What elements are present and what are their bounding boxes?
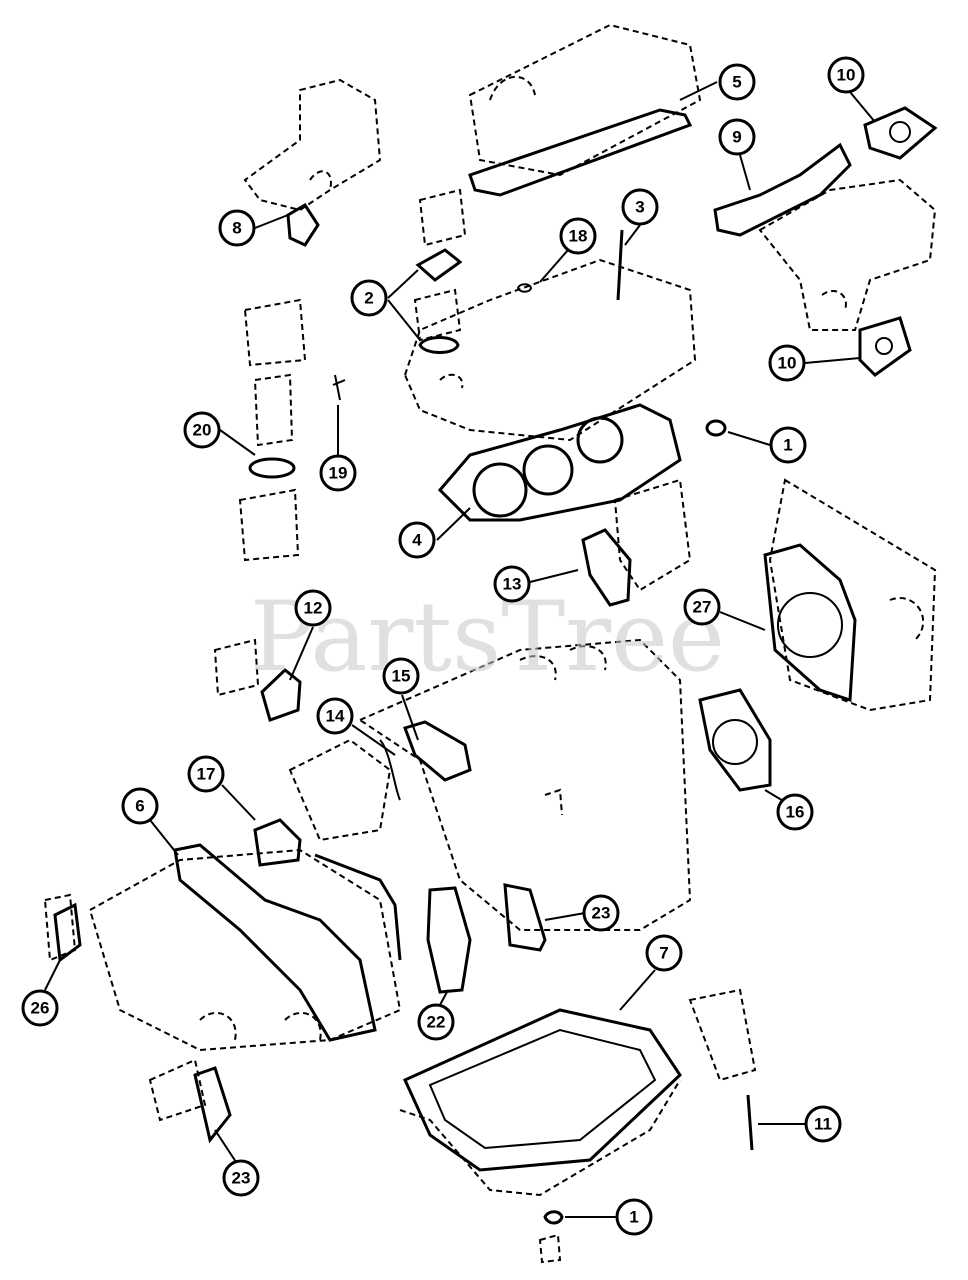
callout-8: 8 xyxy=(218,209,256,247)
callout-9: 9 xyxy=(718,118,756,156)
svg-text:1: 1 xyxy=(629,1208,638,1227)
callout-5: 5 xyxy=(718,63,756,101)
svg-text:3: 3 xyxy=(635,198,644,217)
callout-13: 13 xyxy=(493,565,531,603)
svg-text:12: 12 xyxy=(304,599,323,618)
svg-text:15: 15 xyxy=(392,667,411,686)
callout-1-upper: 1 xyxy=(769,426,807,464)
svg-text:23: 23 xyxy=(232,1169,251,1188)
callout-23-right: 23 xyxy=(582,894,620,932)
svg-text:17: 17 xyxy=(197,765,216,784)
gasket-23-lower xyxy=(193,1066,232,1144)
svg-text:18: 18 xyxy=(569,227,588,246)
callout-16: 16 xyxy=(776,793,814,831)
rocker-cover-gasket xyxy=(468,108,693,197)
callout-12: 12 xyxy=(294,589,332,627)
callout-15: 15 xyxy=(382,657,420,695)
svg-text:1: 1 xyxy=(783,436,792,455)
svg-text:20: 20 xyxy=(193,421,212,440)
callout-6: 6 xyxy=(121,787,159,825)
svg-text:5: 5 xyxy=(732,73,741,92)
callout-3: 3 xyxy=(621,188,659,226)
gasket-15 xyxy=(403,720,472,782)
gasket-parts xyxy=(53,106,938,1225)
callout-11: 11 xyxy=(804,1105,842,1143)
svg-text:27: 27 xyxy=(693,598,712,617)
pickup-tube-seal xyxy=(746,1094,754,1151)
svg-text:16: 16 xyxy=(786,803,805,822)
callout-2: 2 xyxy=(350,279,388,317)
callout-18: 18 xyxy=(559,217,597,255)
component-outlines xyxy=(43,23,937,1264)
flywheel-housing-gasket xyxy=(763,543,857,703)
callout-19: 19 xyxy=(319,454,357,492)
callout-4: 4 xyxy=(398,521,436,559)
svg-text:14: 14 xyxy=(326,707,345,726)
svg-text:22: 22 xyxy=(427,1013,446,1032)
cylinder-head-gasket xyxy=(437,403,682,522)
callout-20: 20 xyxy=(183,411,221,449)
manifold-gasket-lower xyxy=(858,316,912,377)
svg-text:26: 26 xyxy=(31,999,50,1018)
gasket-17 xyxy=(253,818,302,867)
pump-gasket-13 xyxy=(581,528,632,607)
svg-text:19: 19 xyxy=(329,464,348,483)
callout-14: 14 xyxy=(316,697,354,735)
svg-text:10: 10 xyxy=(837,66,856,85)
svg-text:13: 13 xyxy=(503,575,522,594)
svg-text:2: 2 xyxy=(364,289,373,308)
svg-text:8: 8 xyxy=(232,219,241,238)
callout-10-top: 10 xyxy=(827,56,865,94)
svg-text:9: 9 xyxy=(732,128,741,147)
thermostat-gasket-lower xyxy=(418,336,460,354)
callouts: 5 10 9 3 18 8 2 10 20 19 1 4 13 27 12 15… xyxy=(21,56,865,1236)
manifold-gasket-top xyxy=(863,106,938,160)
exhaust-manifold-gasket xyxy=(713,142,852,237)
side-cover-gasket xyxy=(260,668,302,722)
svg-text:6: 6 xyxy=(135,797,144,816)
callout-22: 22 xyxy=(417,1003,455,1041)
svg-text:11: 11 xyxy=(814,1115,832,1134)
callout-7: 7 xyxy=(645,934,683,972)
callout-10-lower: 10 xyxy=(768,344,806,382)
callout-27: 27 xyxy=(683,588,721,626)
dipstick xyxy=(616,229,624,301)
gasket-22 xyxy=(426,886,472,994)
svg-text:23: 23 xyxy=(592,904,611,923)
callout-26: 26 xyxy=(21,989,59,1027)
drain-plug-washer xyxy=(543,1210,564,1225)
thermostat-gasket-upper xyxy=(415,248,463,282)
gasket-26 xyxy=(53,902,82,963)
timing-cover-gasket xyxy=(173,843,377,1042)
callout-23-lower: 23 xyxy=(222,1159,260,1197)
svg-text:10: 10 xyxy=(778,354,797,373)
svg-text:4: 4 xyxy=(412,531,422,550)
water-outlet-gasket xyxy=(286,202,320,247)
gasket-16 xyxy=(698,688,772,792)
callout-17: 17 xyxy=(187,755,225,793)
oil-filter-o-ring xyxy=(248,457,296,479)
oil-pan-gasket xyxy=(403,1008,682,1172)
gasket-23-right xyxy=(503,883,547,952)
leader-lines xyxy=(44,81,876,1218)
callout-1-lower: 1 xyxy=(615,1198,653,1236)
svg-text:7: 7 xyxy=(659,944,668,963)
